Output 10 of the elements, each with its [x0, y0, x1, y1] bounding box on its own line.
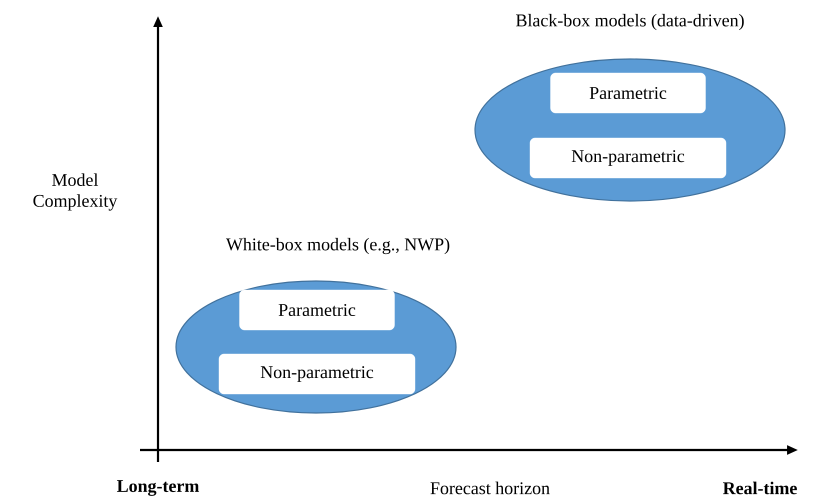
axis-end-label: Long-term	[116, 480, 200, 496]
node-label: White-box models (e.g., NWP)	[226, 238, 450, 254]
axis-title: Model Complexity	[33, 173, 118, 211]
category-box: Parametric	[550, 72, 706, 114]
axis-end-label: Real-time	[722, 482, 797, 494]
category-box: Non-parametric	[530, 138, 726, 178]
axis-title: Forecast horizon	[430, 482, 550, 494]
category-box: Parametric	[239, 290, 395, 330]
node-label: Black-box models (data-driven)	[516, 14, 744, 30]
category-box: Non-parametric	[218, 354, 416, 394]
